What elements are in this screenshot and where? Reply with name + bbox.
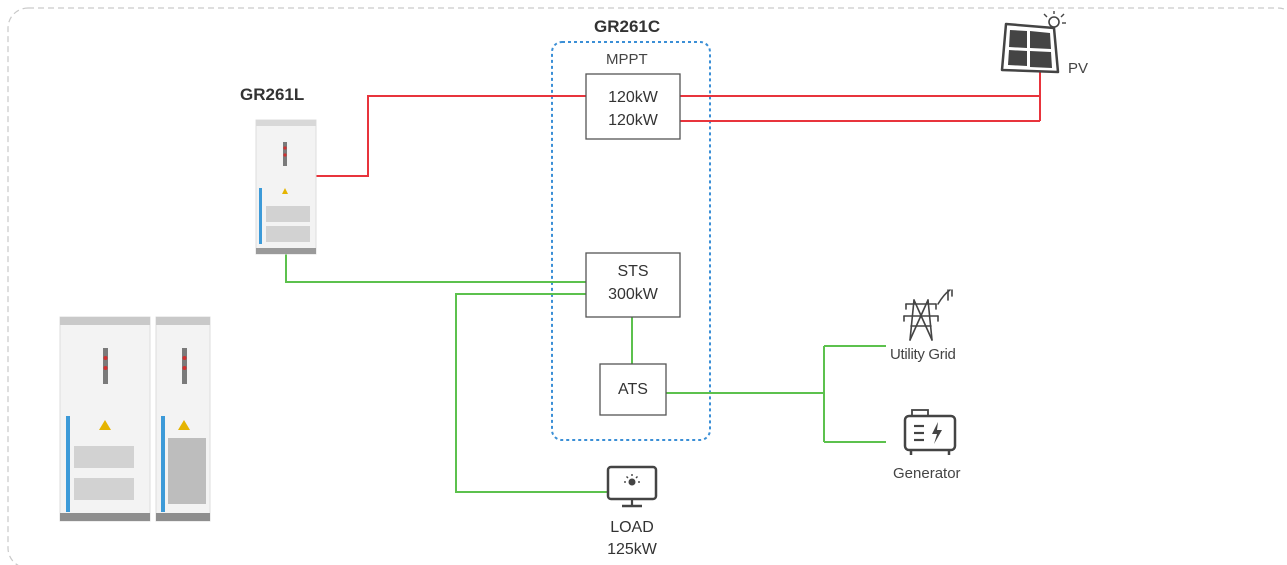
mppt-box <box>585 73 681 140</box>
large-cabinets-image <box>59 316 211 522</box>
sts-label: STS <box>617 263 649 280</box>
utility-grid-label: Utility Grid <box>890 346 956 363</box>
ac-lines <box>285 254 886 493</box>
ac-line-cabinet-to-sts <box>285 254 586 283</box>
ats-label: ATS <box>618 381 648 398</box>
transmission-tower-icon <box>903 289 953 341</box>
sts-box <box>585 252 681 318</box>
gr261c-group-border <box>551 41 711 441</box>
load-label: LOAD <box>610 519 654 536</box>
monitor-icon <box>606 465 658 508</box>
gr261l-title: GR261L <box>240 85 305 104</box>
pv-label: PV <box>1068 60 1089 77</box>
pv-lines <box>316 70 1041 177</box>
mppt-heading: MPPT <box>606 51 648 68</box>
generator-label: Generator <box>893 465 961 482</box>
generator-icon <box>903 409 957 455</box>
sts-capacity: 300kW <box>608 286 658 303</box>
solar-panel-icon <box>1000 11 1066 74</box>
mppt-capacity-line-1: 120kW <box>608 89 658 106</box>
mppt-capacity-line-2: 120kW <box>608 112 658 129</box>
gr261l-cabinet-image <box>255 119 317 255</box>
ats-box <box>599 363 667 416</box>
outer-dashed-border <box>7 7 1287 565</box>
load-capacity: 125kW <box>607 541 657 558</box>
ac-line-sts-to-load <box>455 293 608 493</box>
gr261c-title: GR261C <box>594 17 661 36</box>
pv-line-cabinet-to-mppt <box>316 95 586 177</box>
